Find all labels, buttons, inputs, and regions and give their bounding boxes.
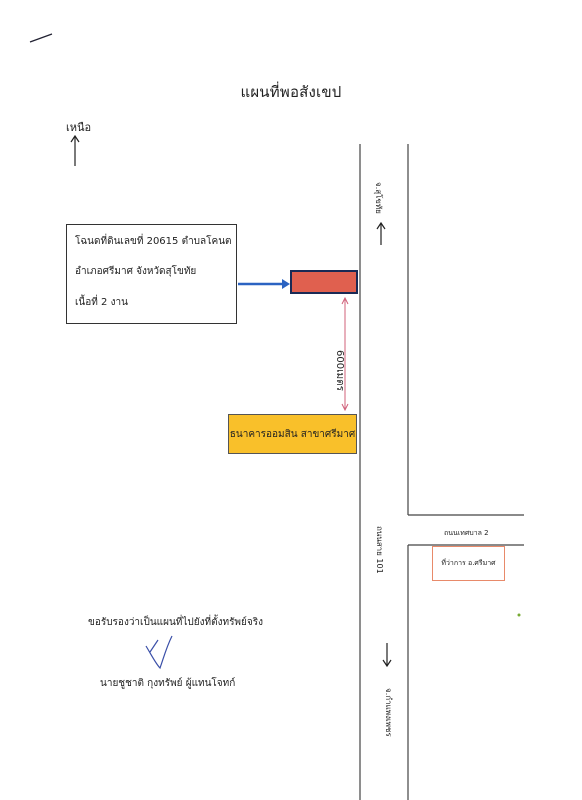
side-road-label: ถนนเทศบาล 2 bbox=[444, 529, 489, 537]
north-arrow-head bbox=[70, 134, 80, 143]
south-direction-label: จ.กำแพงเพชร bbox=[384, 688, 393, 737]
certification-text: ขอรับรองว่าเป็นแผนที่ไปยังที่ตั้งทรัพย์จ… bbox=[88, 617, 263, 628]
deed-area-line: เนื้อที่ 2 งาน bbox=[75, 297, 128, 308]
north-direction-label: จ.สุโขทัย bbox=[374, 182, 383, 214]
signer-name: นายชูชาติ กุงทรัพย์ ผู้แทนโจทก์ bbox=[100, 678, 236, 689]
deed-info-box: โฉนดที่ดินเลขที่ 20615 ตำบลโคนต อำเภอศรี… bbox=[66, 224, 237, 324]
signature-mark bbox=[145, 635, 173, 670]
marker-dot bbox=[517, 613, 521, 617]
district-office-landmark: ที่ว่าการ อ.ศรีมาศ bbox=[432, 546, 505, 581]
corner-mark bbox=[29, 33, 53, 43]
land-parcel-marker bbox=[290, 270, 358, 294]
highway-label: ถนนสาย 101 bbox=[375, 526, 384, 574]
distance-label: 600เมตร bbox=[334, 350, 345, 391]
deed-location-line: อำเภอศรีมาศ จังหวัดสุโขทัย bbox=[75, 266, 197, 277]
north-label: เหนือ bbox=[66, 121, 92, 134]
bank-landmark: ธนาคารออมสิน สาขาศรีมาศ bbox=[228, 414, 357, 454]
map-title: แผนที่พอสังเขป bbox=[240, 83, 342, 101]
deed-number-line: โฉนดที่ดินเลขที่ 20615 ตำบลโคนต bbox=[75, 236, 232, 247]
